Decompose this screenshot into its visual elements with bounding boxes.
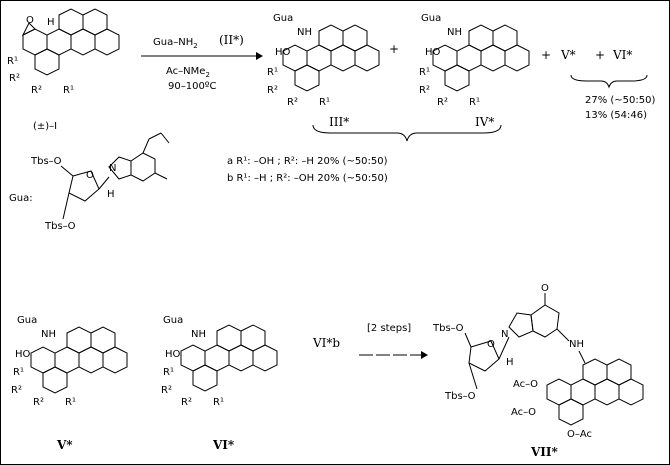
product-III-structure: Gua NH HO R¹ R² R² R¹	[267, 13, 380, 108]
product-IV-structure: Gua NH HO R¹ R² R² R¹	[419, 13, 530, 108]
compound-VI-label: VI*	[212, 438, 235, 452]
r1-label: R¹	[163, 367, 174, 378]
nh-label: NH	[447, 27, 462, 38]
r2-label: R²	[161, 385, 172, 396]
compound-V-label: V*	[56, 438, 73, 452]
r1-label: R¹	[63, 85, 74, 96]
plus-sign: +	[389, 42, 399, 56]
r1-label: R¹	[319, 97, 330, 108]
product-V-label: V*	[560, 48, 576, 62]
r1-label: R¹	[213, 397, 224, 408]
nh-label: NH	[297, 27, 312, 38]
carbonyl-o-label: O	[541, 283, 549, 294]
gua-label: Gua	[17, 315, 37, 326]
gua-label: Gua	[273, 13, 293, 24]
product-VI-label: VI*	[612, 48, 632, 62]
o-ac: O–Ac	[567, 429, 592, 440]
r2-label: R²	[287, 97, 298, 108]
brace-V-VI	[570, 74, 648, 89]
gua-label: Gua	[421, 13, 441, 24]
r2-label: R²	[181, 397, 192, 408]
r1-label: R¹	[419, 67, 430, 78]
ac-o-2: Ac–O	[511, 407, 536, 418]
r1-label: R¹	[65, 397, 76, 408]
gua-definition: Gua: Tbs–O Tbs–O O H N	[9, 132, 170, 232]
compound-VII-label: VII*	[530, 445, 559, 459]
product-IV-label: IV*	[475, 115, 494, 129]
n-label: N	[109, 163, 116, 174]
nh-label: NH	[191, 329, 206, 340]
plus-sign: +	[541, 48, 551, 62]
r2-label: R²	[419, 85, 430, 96]
r1-label: R¹	[469, 97, 480, 108]
compound-VI-structure: Gua NH HO R¹ R² R² R¹	[161, 315, 278, 408]
starting-material-label: VI*b	[312, 336, 340, 350]
ac-o-1: Ac–O	[513, 379, 538, 390]
reaction-arrow-top: Gua–NH2 (II*) Ac–NMe2 90–100ºC	[141, 33, 263, 92]
compound-VII-structure: Tbs–O Tbs–O O H N O NH Ac–O Ac–O O–Ac	[432, 283, 644, 440]
n-label: N	[501, 329, 508, 340]
ring-o-label: O	[487, 339, 495, 350]
r2-label: R²	[31, 85, 42, 96]
product-III-label: III*	[329, 115, 349, 129]
reaction-temperature: 90–100ºC	[168, 81, 217, 92]
r2-label: R²	[9, 73, 20, 84]
h-label: H	[47, 17, 55, 28]
compound-V-structure: Gua NH HO R¹ R² R² R¹	[11, 315, 128, 408]
r2-label: R²	[11, 385, 22, 396]
compound-I-structure: O H R¹ R² R² R¹	[7, 8, 120, 96]
ho-label: HO	[165, 349, 181, 360]
tbs-o-bottom: Tbs–O	[44, 221, 76, 232]
r1-label: R¹	[13, 367, 24, 378]
gua-label: Gua	[163, 315, 183, 326]
nh-label: NH	[41, 329, 56, 340]
r1-label: R¹	[7, 56, 18, 67]
catalyst-label: (II*)	[219, 33, 244, 47]
plus-sign: +	[595, 48, 605, 62]
r2-label: R²	[267, 85, 278, 96]
tbs-o-bottom: Tbs–O	[444, 391, 476, 402]
steps-label: [2 steps]	[367, 323, 411, 334]
tbs-o-top: Tbs–O	[30, 156, 62, 167]
gua-label: Gua:	[9, 193, 33, 204]
h-label: H	[107, 189, 115, 200]
r2-label: R²	[437, 97, 448, 108]
yield-VI: 13% (54:46)	[585, 110, 647, 121]
reagent-ac-nme2: Ac–NMe2	[166, 66, 210, 79]
ring-o-label: O	[86, 170, 94, 181]
reaction-arrow-bottom	[359, 351, 428, 359]
h-label: H	[506, 357, 514, 368]
tbs-o-top: Tbs–O	[432, 323, 464, 334]
brace-III-IV	[312, 124, 502, 142]
r1-label: R¹	[267, 67, 278, 78]
compound-I-label: (±)–I	[33, 121, 57, 132]
r2-label: R²	[33, 397, 44, 408]
reagent-gua-nh2: Gua–NH2	[153, 37, 198, 50]
epoxide-o-label: O	[26, 15, 34, 26]
nh-label: NH	[569, 339, 584, 350]
variant-b: b R¹: –H ; R²: –OH 20% (~50:50)	[227, 173, 388, 184]
yield-V: 27% (~50:50)	[585, 95, 656, 106]
ho-label: HO	[15, 349, 31, 360]
variant-a: a R¹: –OH ; R²: –H 20% (~50:50)	[227, 156, 388, 167]
